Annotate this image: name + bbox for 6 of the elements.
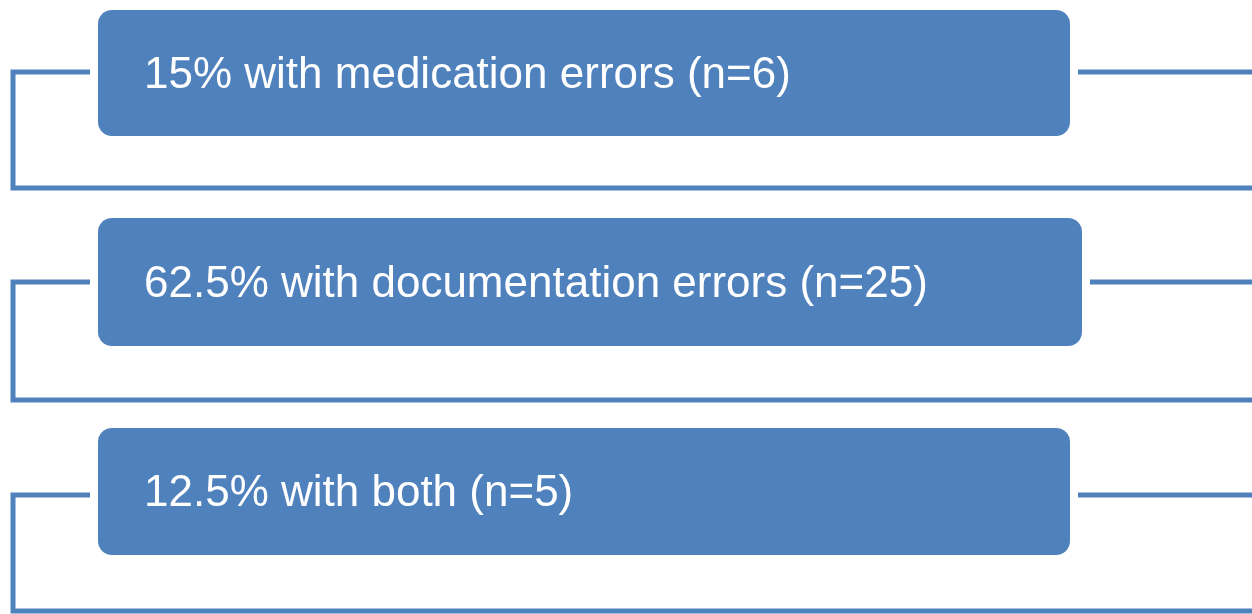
process-box — [98, 218, 1082, 346]
process-box — [98, 428, 1070, 555]
process-box — [98, 10, 1070, 136]
box-text: 15% with medication errors (n=6) — [144, 48, 791, 98]
box-text: 62.5% with documentation errors (n=25) — [144, 257, 928, 307]
box-text: 12.5% with both (n=5) — [144, 467, 574, 516]
